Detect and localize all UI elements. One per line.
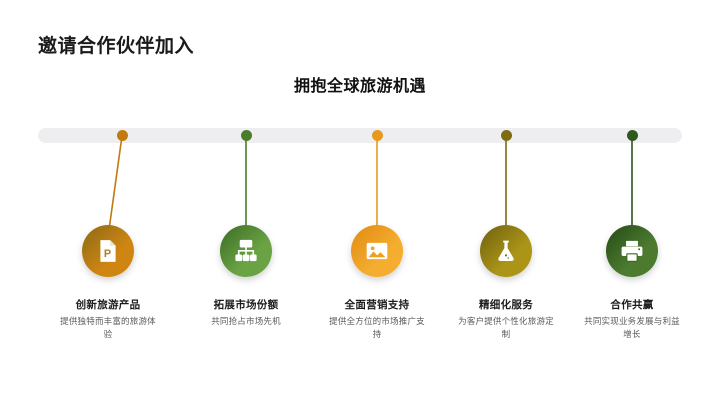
sitemap-icon [233, 238, 259, 264]
printer-icon [619, 238, 645, 264]
node-title: 创新旅游产品 [75, 299, 141, 311]
node-title: 精细化服务 [479, 299, 533, 311]
node-connector-line [376, 136, 378, 237]
node-title: 合作共赢 [610, 299, 654, 311]
node-title: 拓展市场份额 [213, 299, 279, 311]
flask-icon [493, 238, 519, 264]
node-description: 为客户提供个性化旅游定制 [458, 316, 554, 339]
node-icon-circle[interactable] [220, 225, 272, 277]
document-p-icon: P [95, 238, 121, 264]
node-label-group: 合作共赢共同实现业务发展与利益增长 [562, 298, 702, 341]
node-connector-line [505, 136, 507, 237]
node-description: 提供全方位的市场推广支持 [329, 316, 425, 339]
timeline-node[interactable]: P 创新旅游产品提供独特而丰富的旅游体验 [38, 0, 178, 404]
node-icon-circle[interactable] [351, 225, 403, 277]
node-connector-line [631, 136, 633, 237]
timeline-rail [38, 128, 682, 143]
node-icon-circle[interactable]: P [82, 225, 134, 277]
node-connector-line [245, 136, 247, 237]
page-title: 邀请合作伙伴加入 [38, 36, 195, 57]
node-description: 共同抢占市场先机 [211, 316, 281, 326]
node-description: 提供独特而丰富的旅游体验 [60, 316, 156, 339]
timeline-node[interactable]: 全面营销支持提供全方位的市场推广支持 [307, 0, 447, 404]
node-label-group: 拓展市场份额共同抢占市场先机 [176, 298, 316, 328]
image-photo-icon [364, 238, 390, 264]
node-icon-circle[interactable] [606, 225, 658, 277]
node-label-group: 创新旅游产品提供独特而丰富的旅游体验 [38, 298, 178, 341]
timeline-node[interactable]: 精细化服务为客户提供个性化旅游定制 [436, 0, 576, 404]
node-description: 共同实现业务发展与利益增长 [584, 316, 680, 339]
node-title: 全面营销支持 [344, 299, 410, 311]
node-label-group: 全面营销支持提供全方位的市场推广支持 [307, 298, 447, 341]
svg-text:P: P [104, 248, 111, 260]
node-icon-circle[interactable] [480, 225, 532, 277]
timeline-node[interactable]: 拓展市场份额共同抢占市场先机 [176, 0, 316, 404]
timeline-node[interactable]: 合作共赢共同实现业务发展与利益增长 [562, 0, 702, 404]
node-connector-line [107, 135, 123, 238]
node-label-group: 精细化服务为客户提供个性化旅游定制 [436, 298, 576, 341]
page-subtitle: 拥抱全球旅游机遇 [293, 78, 426, 95]
